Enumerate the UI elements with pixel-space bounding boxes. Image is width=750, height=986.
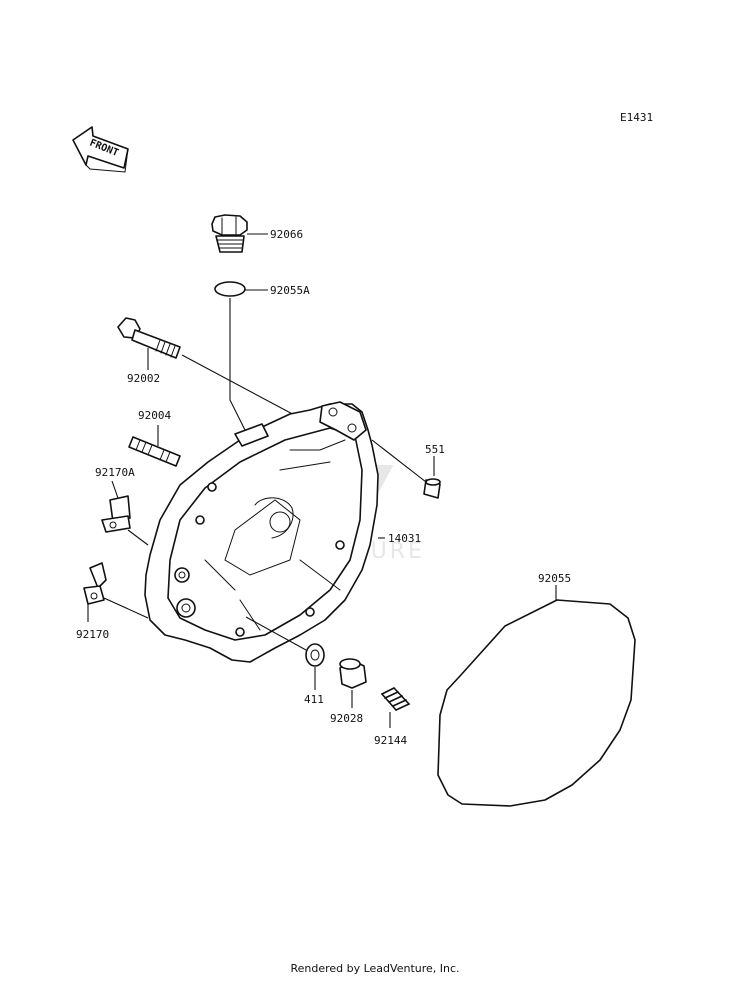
part-label-92055: 92055 xyxy=(538,572,571,585)
part-label-92066: 92066 xyxy=(270,228,303,241)
part-label-411: 411 xyxy=(304,693,324,706)
dowel-551 xyxy=(423,478,441,499)
part-label-92002: 92002 xyxy=(127,372,160,385)
part-label-92055A: 92055A xyxy=(270,284,310,297)
part-label-14031: 14031 xyxy=(388,532,421,545)
washer-411 xyxy=(305,643,325,667)
part-label-551: 551 xyxy=(425,443,445,456)
plug-92066 xyxy=(211,214,248,253)
part-label-92144: 92144 xyxy=(374,734,407,747)
stud-92004 xyxy=(128,436,181,467)
footer-credit: Rendered by LeadVenture, Inc. xyxy=(290,962,460,975)
clamp-92170 xyxy=(83,562,107,605)
part-label-92004: 92004 xyxy=(138,409,171,422)
front-arrow-icon: FRONT xyxy=(72,126,129,173)
part-label-92170A: 92170A xyxy=(95,466,135,479)
cover-14031 xyxy=(144,401,379,663)
gasket-92055 xyxy=(437,599,636,807)
spring-92144 xyxy=(381,687,410,711)
clamp-92170A xyxy=(101,495,131,533)
o-ring-92055A xyxy=(214,281,246,297)
diagram-code: E1431 xyxy=(620,111,653,124)
bolt-92002 xyxy=(117,317,181,359)
part-label-92170: 92170 xyxy=(76,628,109,641)
bushing-92028 xyxy=(339,658,367,689)
part-label-92028: 92028 xyxy=(330,712,363,725)
